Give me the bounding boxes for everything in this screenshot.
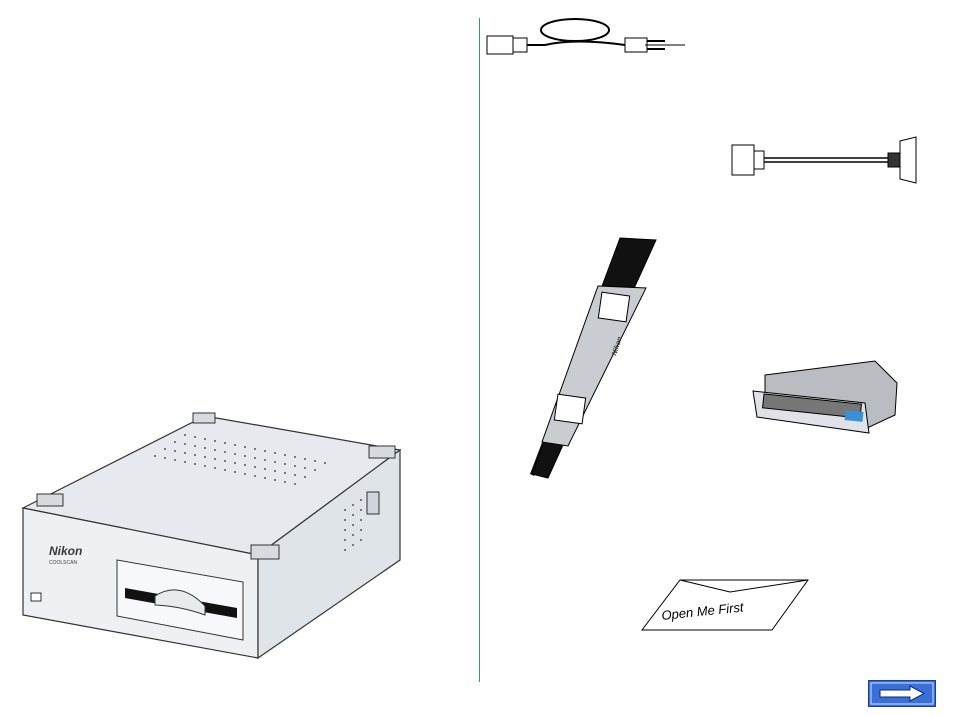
power-indicator [31,593,41,601]
scanner-model-label: COOLSCAN [49,560,77,566]
corner-foot-back-right [369,446,395,458]
power-cord-coil [541,19,609,41]
cable-connector-right [888,153,900,167]
side-connector [367,492,379,514]
interface-cable-illustration [728,133,923,188]
scanner-brand-logo: Nikon [49,544,82,558]
film-holder-illustration: Nikon [528,236,660,482]
power-cord-illustration [485,14,695,64]
corner-foot-back-left [193,413,215,423]
envelope-illustration: Open Me First [640,578,810,632]
power-cord-plug-iec [487,36,513,54]
corner-foot-front-right [251,545,279,559]
film-window-top [598,292,629,322]
cable-connector-left [732,145,754,175]
film-window-bottom [554,394,585,424]
corner-foot-front-left [37,494,63,506]
scsi-terminator-illustration [745,355,905,445]
scanner-illustration: Nikon COOLSCAN [15,410,415,670]
power-cord-plug-wall [625,38,647,52]
next-page-button[interactable] [868,680,936,707]
section-divider [479,18,480,682]
